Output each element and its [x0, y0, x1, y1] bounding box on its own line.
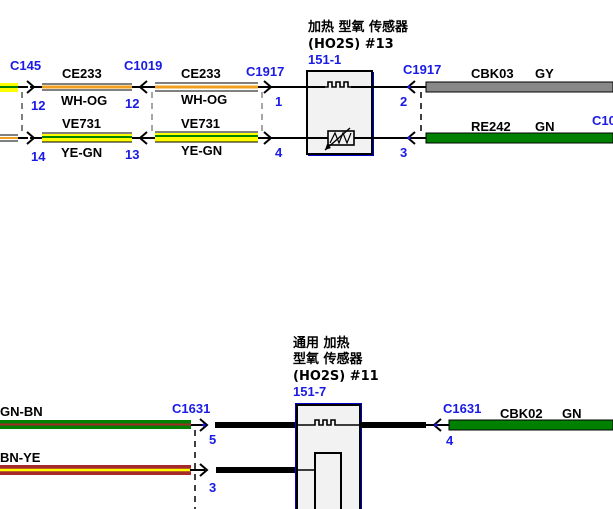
component-top-ref: 151-1 — [308, 52, 341, 67]
pin-c145-bottom: 14 — [31, 149, 46, 164]
c1631-left-arrow-bottom — [190, 463, 296, 477]
wire-gn-bn — [0, 420, 191, 429]
wire-bottom-right-color: GN — [562, 406, 582, 421]
component-top-title-line1: 加热 型氧 传感器 — [307, 19, 409, 35]
sensor-element-icon — [297, 452, 342, 509]
heater-element-icon — [325, 81, 351, 89]
wire-seg2-top-circuit: CE233 — [181, 66, 221, 81]
connector-c1631-right-label: C1631 — [443, 401, 481, 416]
pin-c1917-left-top: 1 — [275, 94, 282, 109]
c1917-right-arrow-bottom — [374, 131, 426, 145]
wire-cbk02-gn — [448, 419, 613, 431]
wire-cbk03-gy — [425, 81, 613, 93]
component-ho2s-11[interactable] — [295, 403, 362, 509]
wire-seg1-top-circuit: CE233 — [62, 66, 102, 81]
wire-bottom-right-circuit: CBK02 — [500, 406, 543, 421]
wire-seg2-top-color: WH-OG — [181, 92, 227, 107]
wire-re242-gn — [425, 132, 613, 144]
component-top-title-line2: (HO2S) #13 — [308, 37, 394, 52]
c1631-left-arrow-top — [191, 418, 295, 432]
pin-c1917-right-top: 2 — [400, 94, 407, 109]
wire-right-bottom-circuit: RE242 — [471, 119, 511, 134]
wire-ce233-seg1 — [42, 83, 132, 91]
c1019-arrow-top — [132, 80, 158, 94]
wire-right-top-color: GY — [535, 66, 554, 81]
connector-c1019-label: C1019 — [124, 58, 162, 73]
wire-seg1-bottom-color: YE-GN — [61, 145, 102, 160]
wire-seg2-bottom-circuit: VE731 — [181, 116, 220, 131]
wire-bottom-left-top-color: GN-BN — [0, 404, 43, 419]
wire-bottom-left-bottom-color: BN-YE — [0, 450, 41, 465]
c145-arrow-bottom — [26, 131, 42, 145]
component-bottom-title-line3: (HO2S) #11 — [293, 369, 379, 384]
wire-left-stub-top — [0, 83, 28, 92]
pin-c1631-right: 4 — [446, 433, 454, 448]
pin-c145-top: 12 — [31, 98, 45, 113]
connector-c145-label: C145 — [10, 58, 41, 73]
wire-seg1-bottom-circuit: VE731 — [62, 116, 101, 131]
wire-seg1-top-color: WH-OG — [61, 93, 107, 108]
connector-c1917-left-label: C1917 — [246, 64, 284, 79]
pin-c1917-right-bottom: 3 — [400, 145, 407, 160]
wire-ce233-seg2 — [155, 82, 258, 92]
wire-right-bottom-color: GN — [535, 119, 555, 134]
pin-c1631-left-bottom: 3 — [209, 480, 216, 495]
component-bottom-title-line2: 型氧 传感器 — [293, 351, 364, 367]
wire-left-stub-bottom — [0, 134, 28, 142]
c145-arrow-top — [26, 80, 42, 94]
c1917-right-arrow-top — [374, 80, 426, 94]
c1631-right-arrow — [424, 418, 449, 432]
wire-ve731-seg1 — [42, 132, 132, 143]
heater-element-icon — [313, 419, 338, 426]
c1019-arrow-bottom — [132, 131, 158, 145]
pin-c1019-bottom: 13 — [125, 147, 139, 162]
oxygen-sensor-element-icon — [324, 127, 355, 151]
c1917-left-arrow-bottom — [258, 131, 306, 145]
component-bottom-title-line1: 通用 加热 — [293, 335, 350, 351]
wire-ve731-seg2 — [155, 131, 258, 143]
pin-c1917-left-bottom: 4 — [275, 145, 283, 160]
connector-c1917-right-label: C1917 — [403, 62, 441, 77]
wire-seg2-bottom-color: YE-GN — [181, 143, 222, 158]
c1917-left-arrow-top — [258, 80, 306, 94]
wire-bottom-right-stub — [360, 422, 426, 428]
wire-right-top-circuit: CBK03 — [471, 66, 514, 81]
component-ho2s-13[interactable] — [306, 70, 374, 156]
connector-c1631-left-label: C1631 — [172, 401, 210, 416]
connector-c10-partial-label: C10 — [592, 113, 613, 128]
pin-c1631-left-top: 5 — [209, 432, 216, 447]
wire-bn-ye — [0, 465, 191, 475]
component-bottom-ref: 151-7 — [293, 384, 326, 399]
pin-c1019-top: 12 — [125, 96, 139, 111]
